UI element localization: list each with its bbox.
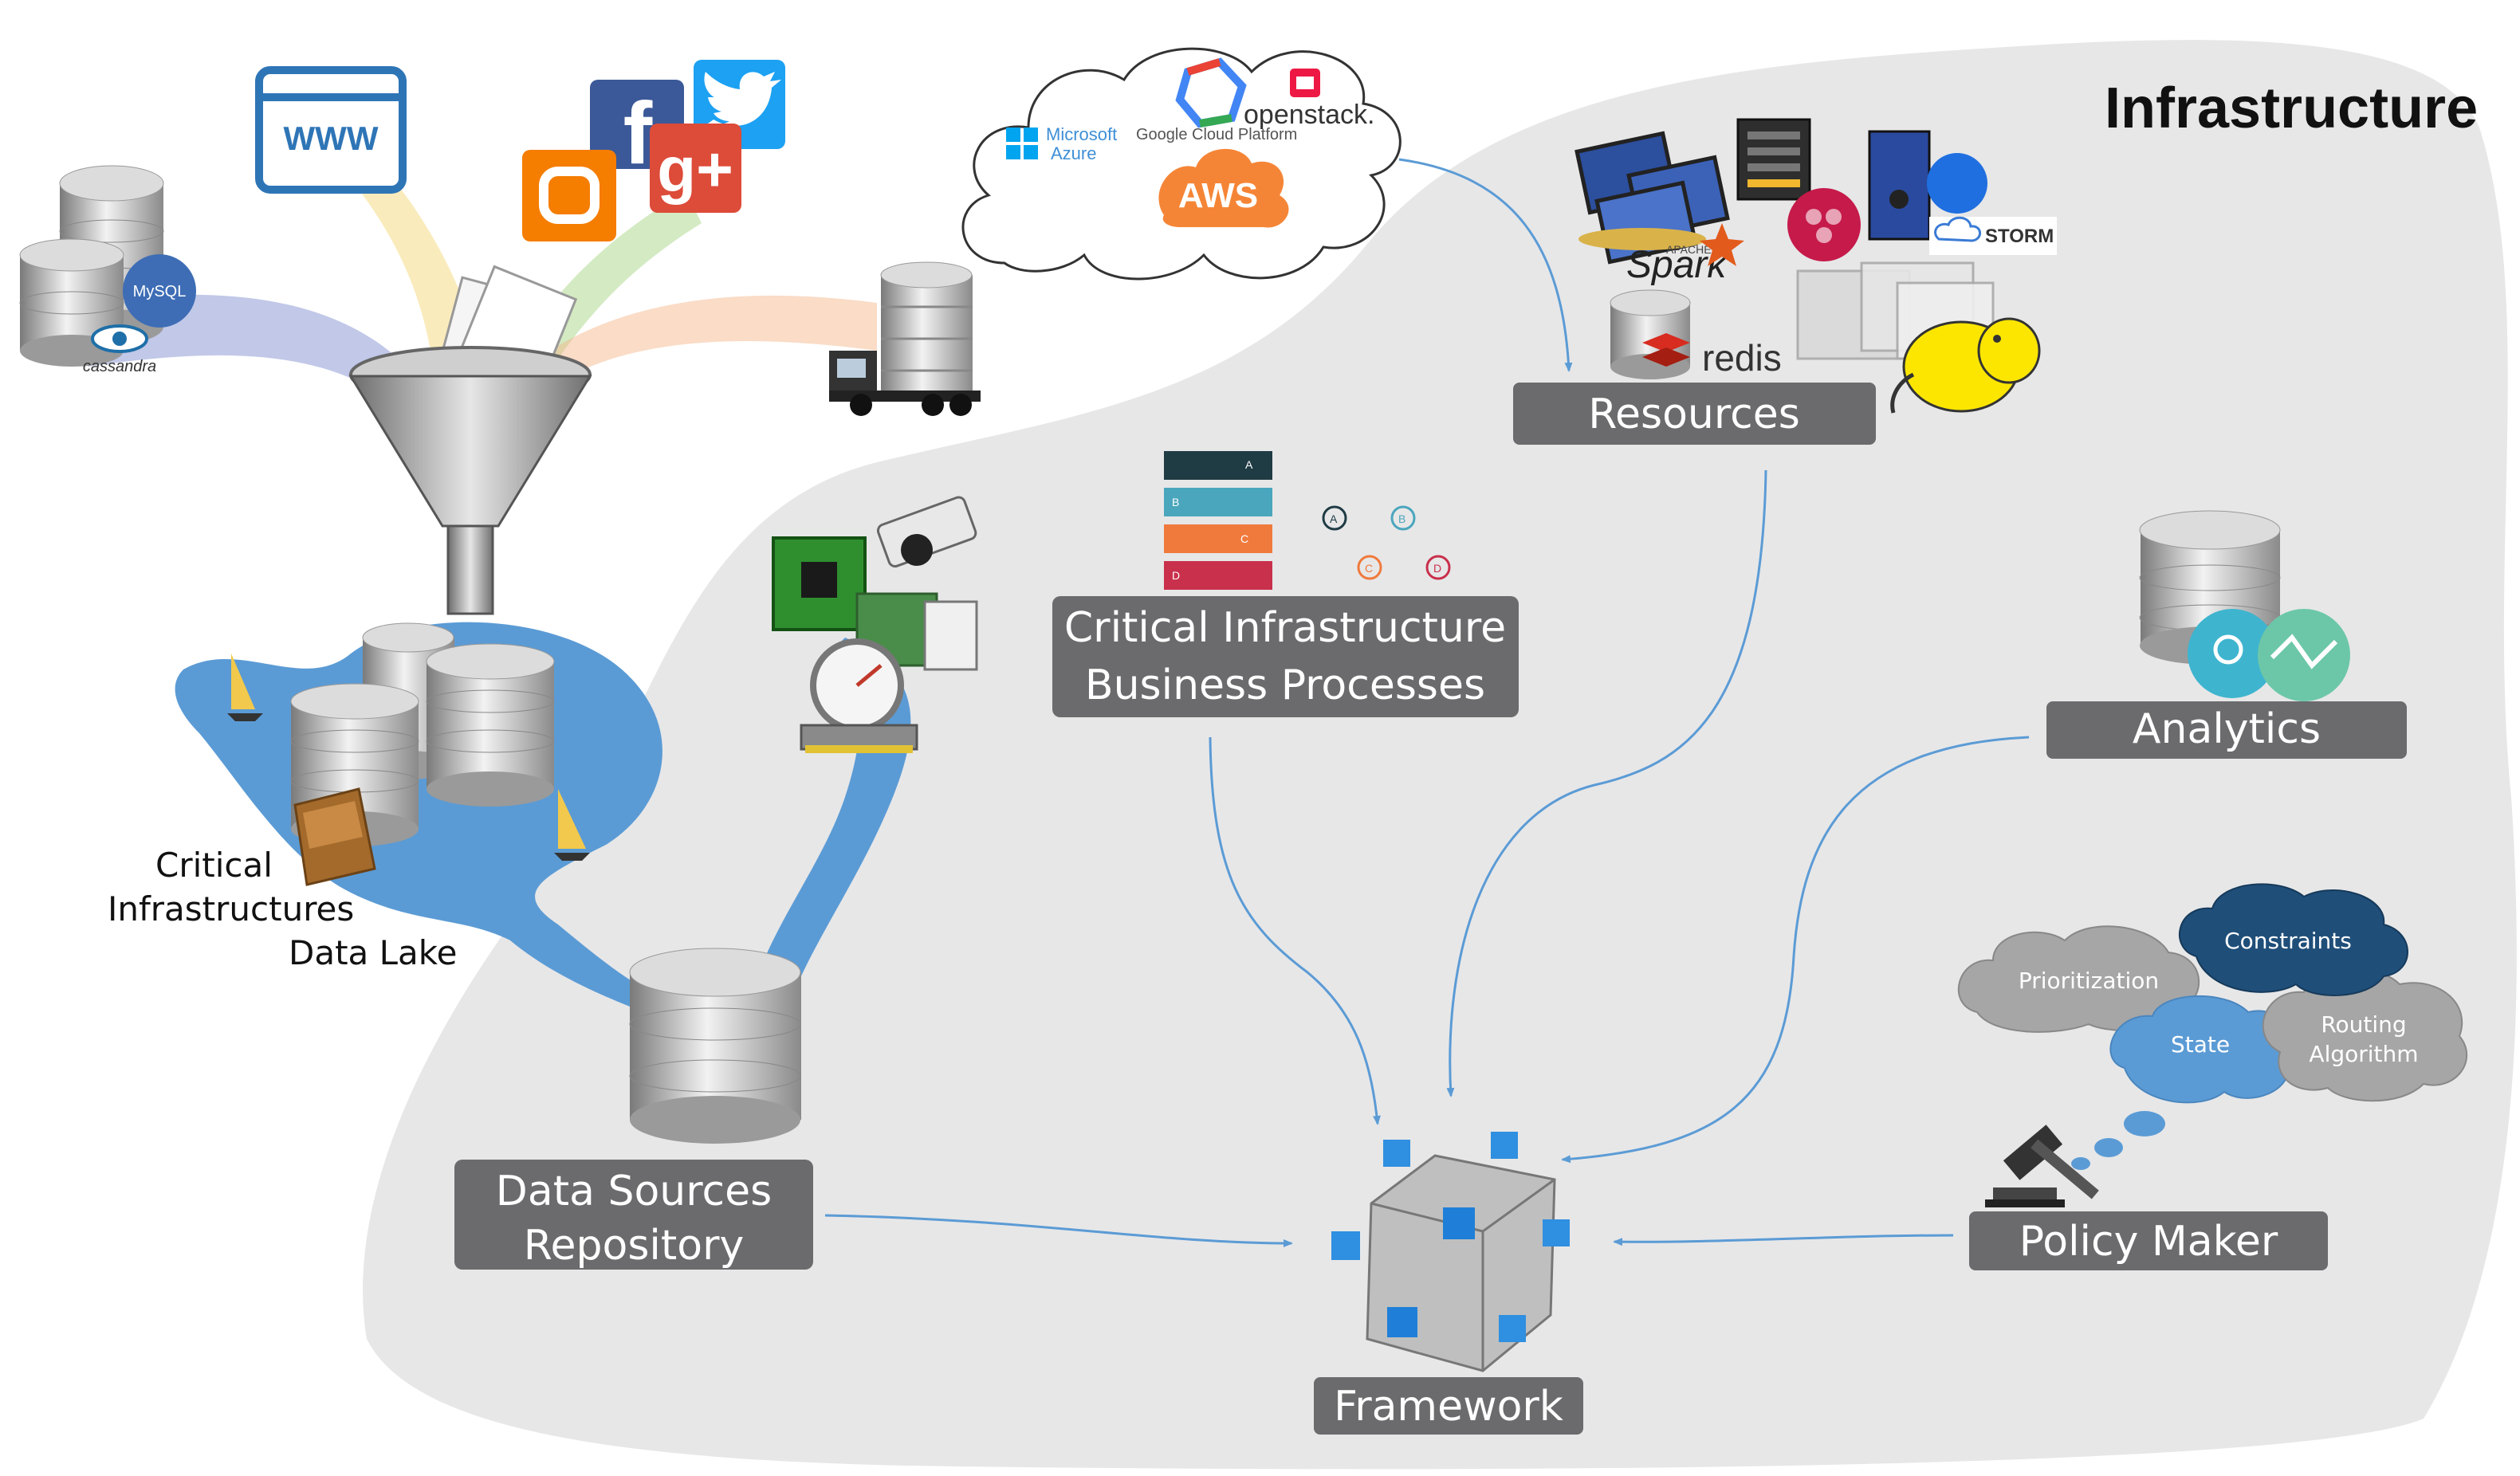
file-cabinet-icon [293, 787, 376, 886]
svg-text:Routing: Routing [2321, 1011, 2406, 1038]
policy-maker-node[interactable]: Policy Maker [1969, 1211, 2328, 1270]
id-card-icon [855, 592, 978, 671]
server-rack-icon [1736, 118, 1811, 201]
framework-label: Framework [1334, 1383, 1563, 1431]
critical-processes-label-line2: Business Processes [1085, 661, 1485, 709]
svg-text:A: A [1330, 512, 1338, 525]
gauge-icon [800, 638, 918, 753]
cloud-icon [961, 47, 1402, 281]
openstack-icon: openstack. [1244, 69, 1374, 130]
svg-text:f: f [623, 84, 653, 183]
googleplus-icon: g+ [650, 124, 741, 213]
camera-icon [876, 496, 977, 568]
svg-text:WWW: WWW [284, 120, 379, 157]
svg-text:MySQL: MySQL [133, 283, 187, 300]
svg-text:openstack.: openstack. [1244, 100, 1374, 130]
svg-text:Google Cloud Platform: Google Cloud Platform [1136, 126, 1297, 143]
analytics-database-icon [2139, 510, 2350, 701]
arrow-policy-to-framework [1613, 1234, 1954, 1246]
raspberry-pi-icon [1787, 188, 1861, 261]
constraints-cloud: Constraints [2178, 883, 2408, 996]
server-tower-icon [1868, 130, 1987, 241]
gavel-icon [1985, 1125, 2099, 1207]
svg-text:Constraints: Constraints [2224, 928, 2352, 954]
prioritization-cloud: Prioritization [1957, 925, 2200, 1033]
data-lake-label-line1: Critical [155, 846, 273, 885]
desktop-computers-icon [1575, 131, 1730, 265]
sailboat-icon [227, 654, 590, 861]
redis-icon: redis [1610, 289, 1782, 379]
arrow-processes-to-framework [1209, 736, 1381, 1125]
cassandra-icon: cassandra [83, 324, 156, 375]
svg-text:B: B [1172, 496, 1179, 508]
svg-text:g+: g+ [657, 134, 733, 205]
data-sources-label-line1: Data Sources [496, 1168, 772, 1215]
svg-text:AWS: AWS [1178, 176, 1258, 215]
truck-icon [829, 261, 981, 416]
data-sources-node[interactable]: Data Sources Repository [454, 1160, 813, 1270]
funnel-icon [348, 346, 592, 615]
svg-text:Microsoft: Microsoft [1046, 124, 1117, 144]
svg-text:Prioritization: Prioritization [2019, 968, 2159, 994]
mysql-icon: MySQL [123, 254, 196, 328]
repository-database-icon [629, 948, 801, 1144]
policy-maker-label: Policy Maker [2019, 1218, 2278, 1266]
page-title: Infrastructure [2105, 77, 2478, 140]
process-pins-icon: A B C D [1322, 505, 1451, 580]
svg-text:C: C [1240, 532, 1248, 545]
svg-text:D: D [1172, 569, 1180, 582]
thought-bubble [2071, 1157, 2090, 1170]
state-cloud: State [2109, 995, 2294, 1104]
svg-text:D: D [1433, 562, 1441, 575]
azure-icon: Microsoft Azure [1006, 124, 1117, 163]
data-sources-label-line2: Repository [524, 1222, 745, 1270]
resources-label: Resources [1588, 391, 1800, 438]
svg-text:State: State [2171, 1031, 2230, 1058]
svg-text:cassandra: cassandra [83, 358, 156, 375]
aws-icon: AWS [1158, 148, 1289, 228]
thought-bubble [2094, 1138, 2123, 1157]
svg-text:APACHE: APACHE [1666, 243, 1712, 256]
chip-icon [772, 536, 867, 631]
critical-processes-node[interactable]: Critical Infrastructure Business Process… [1052, 596, 1519, 717]
data-lake-label-line3: Data Lake [289, 933, 457, 972]
svg-text:B: B [1398, 512, 1405, 525]
resources-node[interactable]: Resources [1513, 383, 1876, 445]
arrow-analytics-to-framework [1561, 736, 2030, 1164]
svg-text:Spark: Spark [1626, 244, 1728, 286]
arrow-resources-to-framework [1446, 469, 1767, 1097]
svg-text:A: A [1245, 458, 1253, 471]
thought-bubble [2124, 1111, 2165, 1136]
svg-text:Azure: Azure [1051, 143, 1096, 163]
hadoop-elephant-icon [1890, 317, 2041, 414]
blogger-icon [522, 150, 616, 241]
svg-text:STORM: STORM [1985, 226, 2054, 247]
framework-node[interactable]: Framework [1314, 1377, 1583, 1435]
critical-processes-label-line1: Critical Infrastructure [1064, 604, 1506, 652]
stream-truck [550, 295, 877, 383]
cube-icon [1331, 1132, 1570, 1372]
analytics-label: Analytics [2133, 705, 2321, 753]
gcp-icon: Google Cloud Platform [1136, 57, 1297, 143]
svg-text:C: C [1365, 562, 1373, 575]
data-lake-label-line2: Infrastructures [108, 889, 354, 928]
browser-icon: WWW [255, 66, 407, 194]
analytics-node[interactable]: Analytics [2046, 701, 2407, 759]
svg-text:redis: redis [1702, 337, 1782, 379]
storm-icon: STORM [1929, 216, 2057, 255]
process-steps-icon: A B C D [1164, 451, 1272, 590]
arrow-cloud-to-resources [1398, 158, 1573, 372]
arrow-repository-to-framework [824, 1214, 1293, 1247]
svg-text:Algorithm: Algorithm [2309, 1041, 2418, 1067]
spark-icon: APACHE Spark [1626, 223, 1744, 286]
routing-algorithm-cloud: Routing Algorithm [2262, 968, 2468, 1102]
